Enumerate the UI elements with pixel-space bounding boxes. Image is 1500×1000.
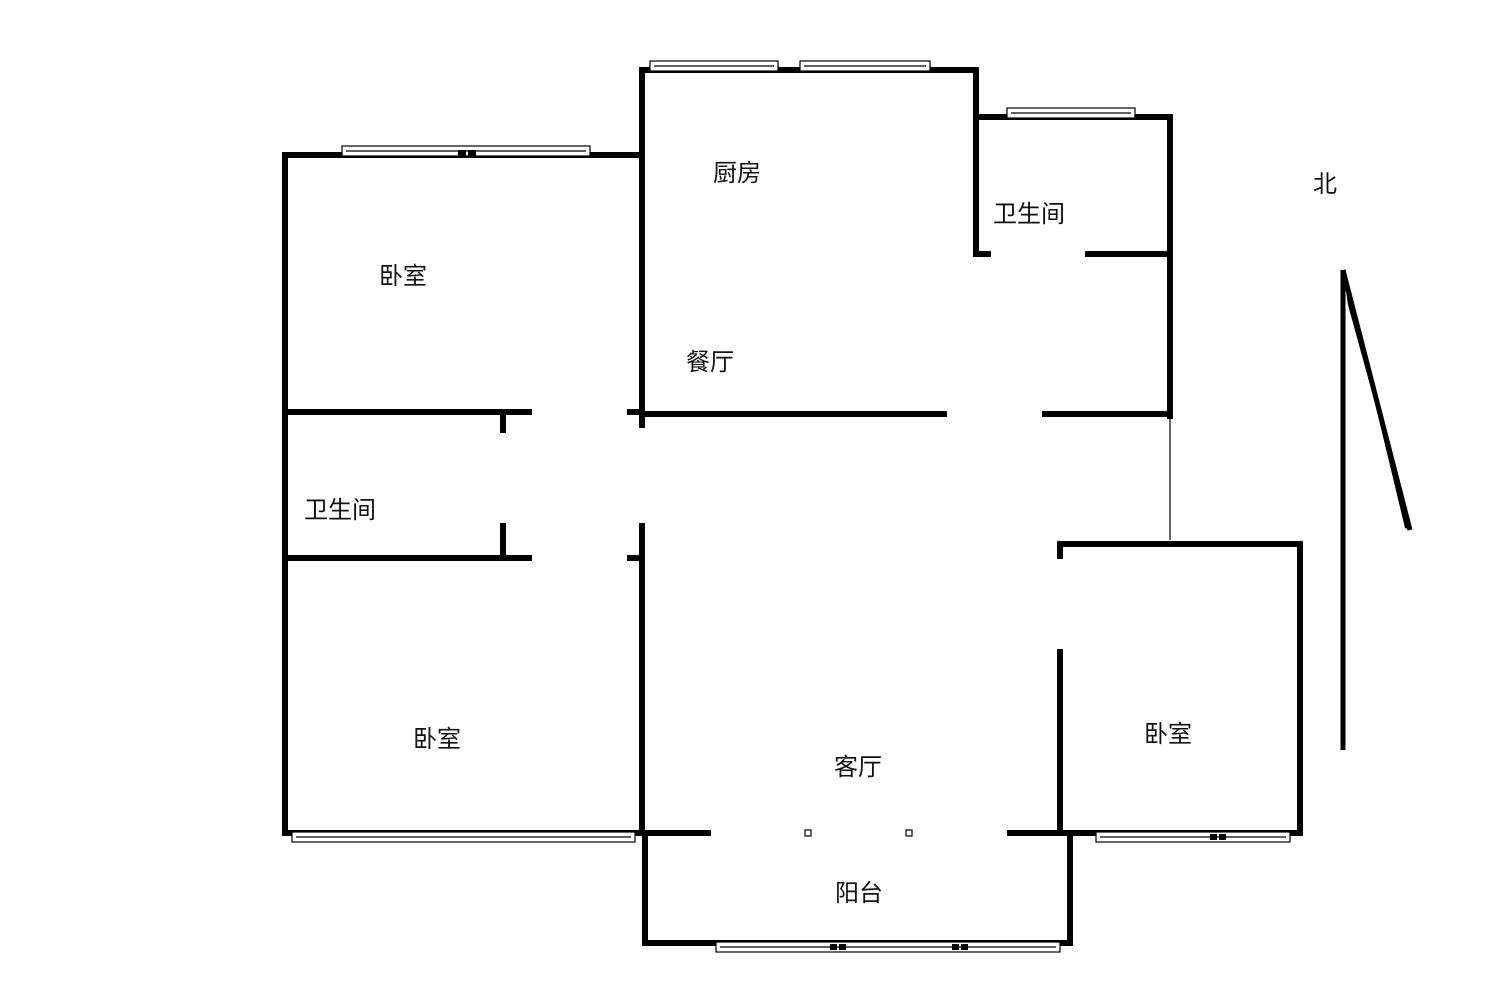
window-kitchen-left xyxy=(649,60,779,72)
post-left xyxy=(804,829,812,837)
label-bathroom-ne: 卫生间 xyxy=(993,200,1065,228)
window-bedroom-sw xyxy=(291,831,636,843)
window-balcony xyxy=(715,941,1061,953)
label-balcony: 阳台 xyxy=(835,879,883,907)
north-arrow xyxy=(1340,269,1413,750)
window-kitchen-right xyxy=(799,60,931,72)
label-bedroom-se: 卧室 xyxy=(1144,720,1192,748)
walls xyxy=(282,67,1303,946)
label-bedroom-sw: 卧室 xyxy=(413,725,461,753)
windows xyxy=(291,60,1291,953)
label-living: 客厅 xyxy=(834,753,882,781)
post-right xyxy=(905,829,913,837)
label-dining: 餐厅 xyxy=(686,348,734,376)
label-bathroom-w: 卫生间 xyxy=(304,496,376,524)
north-label: 北 xyxy=(1313,170,1337,198)
window-bedroom-se xyxy=(1095,831,1291,843)
label-bedroom-nw: 卧室 xyxy=(379,262,427,290)
label-kitchen: 厨房 xyxy=(713,159,761,187)
window-bedroom-nw xyxy=(341,145,591,157)
window-bathroom-ne xyxy=(1006,107,1136,119)
